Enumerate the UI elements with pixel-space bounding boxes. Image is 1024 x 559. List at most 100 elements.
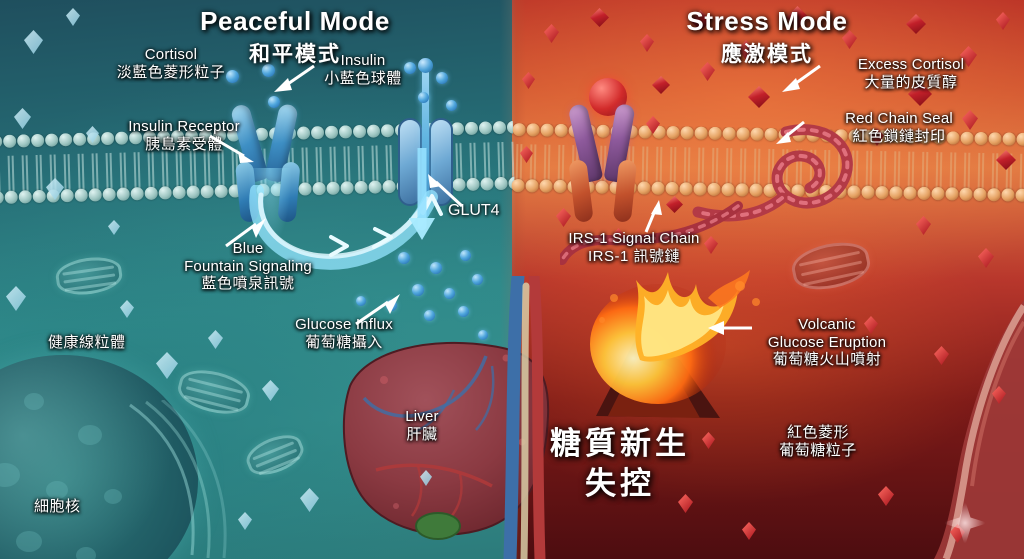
glucose-molecule [472, 274, 483, 285]
label-nucleus-zh: 細胞核 [34, 498, 81, 515]
phospholipid-tail [200, 150, 215, 186]
label-liver: Liver 肝臟 [382, 408, 462, 443]
title-stress-en: Stress Mode [686, 6, 848, 36]
phospholipid-head [466, 177, 480, 192]
insulin-molecule [436, 72, 448, 84]
title-peaceful-mode: Peaceful Mode 和平模式 [170, 6, 420, 68]
phospholipid-tail [144, 152, 159, 188]
phospholipid-head [875, 185, 889, 200]
phospholipid-head [931, 187, 945, 201]
phospholipid-tail [214, 150, 229, 186]
phospholipid-head [903, 186, 917, 200]
label-liver-en: Liver [405, 408, 439, 425]
label-gluconeogenesis: 糖質新生 失控 [520, 424, 720, 505]
phospholipid-head [3, 134, 17, 148]
label-glucose-influx-en: Glucose Influx [295, 316, 393, 333]
phospholipid-tail [381, 145, 396, 181]
phospholipid-tail [130, 152, 145, 188]
label-blue-fountain-en-1: Blue [232, 240, 264, 257]
phospholipid-head [973, 187, 987, 202]
phospholipid-tail [4, 156, 19, 192]
phospholipid-head [464, 121, 479, 136]
phospholipid-head [30, 133, 45, 148]
excess-cortisol-crystal [652, 76, 670, 94]
liver-organ [342, 341, 550, 540]
phospholipid-head [861, 185, 875, 199]
label-red-glucose-zh-1: 紅色菱形 [786, 424, 849, 441]
phospholipid-tail [325, 147, 340, 183]
label-healthy-mitochondria-zh: 健康線粒體 [48, 334, 126, 351]
label-red-glucose-zh-2: 葡萄糖粒子 [779, 441, 857, 459]
label-liver-zh: 肝臟 [406, 425, 438, 443]
phospholipid-head [480, 177, 494, 191]
label-excess-cortisol-zh: 大量的皮質醇 [864, 73, 958, 91]
phospholipid-head [352, 124, 367, 139]
phospholipid-tail [862, 151, 877, 187]
phospholipid-tail [1016, 154, 1024, 190]
phospholipid-head [526, 123, 540, 137]
phospholipid-head [1016, 132, 1024, 146]
label-red-chain-seal-en: Red Chain Seal [845, 110, 953, 127]
phospholipid-head [186, 185, 200, 199]
phospholipid-head [511, 178, 525, 193]
phospholipid-head [492, 120, 507, 135]
label-red-glucose-particles: 紅色菱形 葡萄糖粒子 [738, 424, 898, 459]
phospholipid-head [58, 133, 73, 147]
phospholipid-tail [158, 151, 173, 187]
phospholipid-head [651, 181, 665, 195]
insulin-molecule [262, 64, 275, 77]
phospholipid-head [1002, 132, 1016, 146]
phospholipid-head [540, 123, 554, 137]
label-excess-cortisol-en: Excess Cortisol [857, 56, 965, 73]
label-glut4-en: GLUT4 [448, 202, 500, 219]
phospholipid-tail [32, 155, 47, 191]
phospholipid-head [144, 186, 158, 201]
phospholipid-head [102, 187, 116, 202]
glucose-molecule [424, 310, 435, 321]
label-healthy-mitochondria: 健康線粒體 [48, 334, 126, 352]
phospholipid-tail [74, 154, 89, 190]
glucose-molecule [398, 252, 410, 264]
insulin-molecule [404, 62, 416, 74]
label-insulin: Insulin 小藍色球體 [288, 52, 438, 87]
excess-cortisol-crystal [666, 196, 683, 213]
glucose-molecule [356, 296, 366, 306]
phospholipid-tail [311, 147, 326, 183]
phospholipid-tail [974, 153, 989, 189]
excess-cortisol-crystal [748, 86, 770, 108]
insulin-molecule [418, 92, 429, 103]
title-stress-zh: 應激模式 [721, 43, 813, 66]
phospholipid-head [917, 186, 931, 201]
phospholipid-tail [918, 152, 933, 188]
phospholipid-tail [666, 147, 681, 183]
label-irs1-zh: IRS-1 訊號鏈 [587, 247, 680, 265]
label-glut4: GLUT4 [448, 202, 500, 220]
blood-vessel [934, 300, 1024, 559]
phospholipid-head [1001, 188, 1015, 202]
phospholipid-tail [960, 153, 975, 189]
phospholipid-head [366, 124, 381, 138]
phospholipid-head [172, 185, 186, 200]
phospholipid-tail [18, 155, 33, 191]
phospholipid-tail [890, 151, 905, 187]
phospholipid-tail [102, 153, 117, 189]
label-volcanic-eruption: Volcanic Glucose Eruption 葡萄糖火山噴射 [734, 316, 920, 369]
phospholipid-tail [540, 145, 555, 181]
label-cortisol-zh: 淡藍色菱形粒子 [116, 63, 226, 81]
insulin-molecule [268, 96, 280, 108]
label-cortisol-en: Cortisol [144, 46, 198, 63]
phospholipid-head [0, 134, 3, 149]
phospholipid-head [539, 179, 553, 193]
label-volcanic-zh: 葡萄糖火山噴射 [772, 351, 882, 369]
excess-cortisol-crystal [690, 10, 711, 31]
glucose-molecule [430, 262, 442, 274]
phospholipid-head [945, 187, 959, 201]
label-blue-fountain-zh: 藍色噴泉訊號 [201, 275, 295, 293]
phospholipid-tail [186, 150, 201, 186]
phospholipid-head [200, 185, 214, 199]
phospholipid-tail [339, 146, 354, 182]
label-nucleus: 細胞核 [34, 498, 81, 516]
title-stress-mode: Stress Mode 應激模式 [642, 6, 892, 68]
label-gluconeogenesis-zh-2: 失控 [585, 466, 655, 502]
phospholipid-head [338, 125, 353, 139]
